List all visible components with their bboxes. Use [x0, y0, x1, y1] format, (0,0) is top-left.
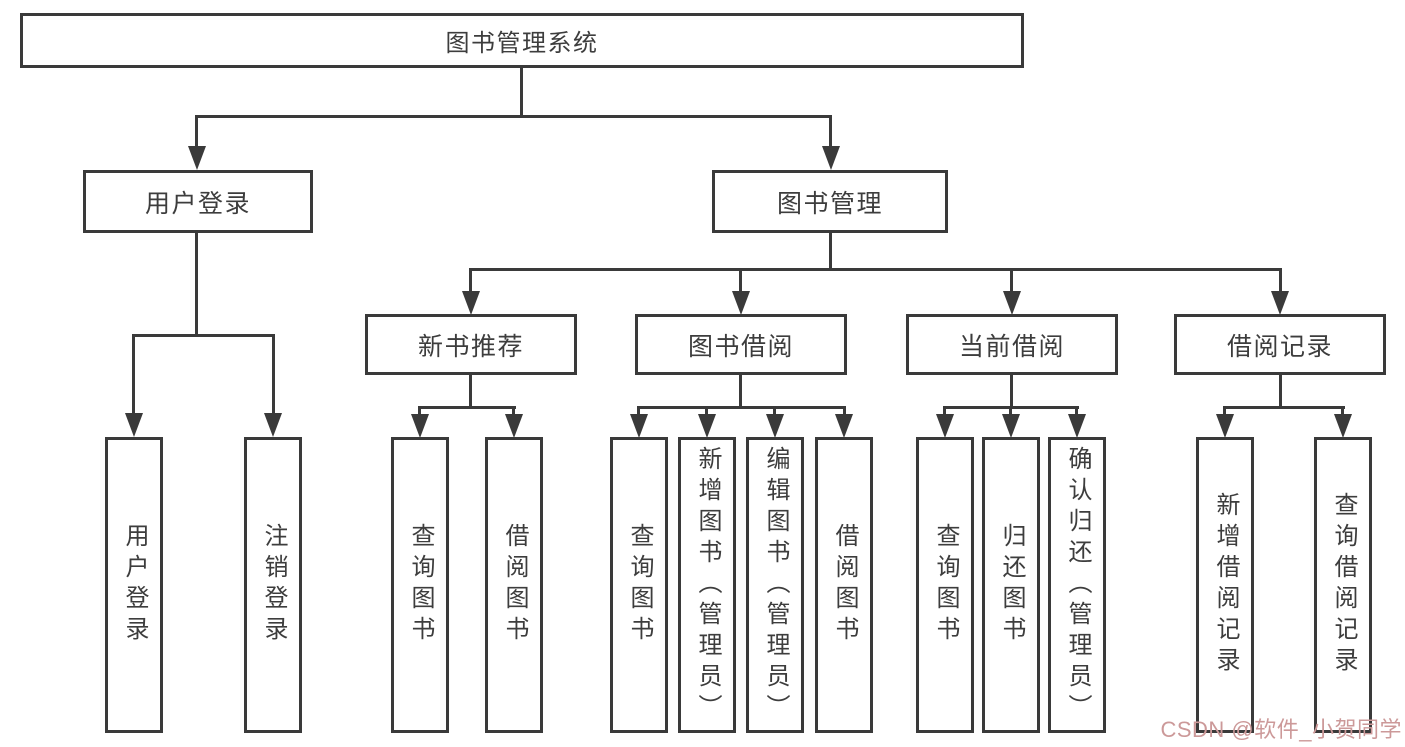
csdn-watermark: CSDN @软件_小贺同学	[1160, 717, 1402, 742]
node-leaf-add-borrow-record: 新增借阅记录	[1196, 437, 1254, 733]
node-new-book-rec: 新书推荐	[365, 314, 577, 375]
arrowhead	[1271, 291, 1289, 315]
node-label: 新增图书（管理员）	[694, 445, 721, 725]
connector-line	[195, 115, 198, 148]
arrowhead	[188, 146, 206, 170]
arrowhead	[125, 413, 143, 437]
node-leaf-user-login: 用户登录	[105, 437, 163, 733]
node-leaf-query-borrow-record: 查询借阅记录	[1314, 437, 1372, 733]
connector-line	[843, 406, 846, 415]
node-label: 查询图书	[626, 523, 653, 647]
node-book-borrow: 图书借阅	[635, 314, 847, 375]
connector-line	[943, 406, 946, 415]
node-label: 归还图书	[998, 523, 1025, 647]
arrowhead	[505, 414, 523, 438]
connector-line	[1223, 406, 1226, 415]
arrowhead	[835, 414, 853, 438]
connector-line	[739, 268, 742, 294]
connector-line	[1010, 268, 1013, 294]
node-label: 新增借阅记录	[1212, 492, 1239, 678]
arrowhead	[1334, 414, 1352, 438]
connector-line	[705, 406, 708, 415]
node-leaf-return-books: 归还图书	[982, 437, 1040, 733]
node-label: 查询图书	[932, 523, 959, 647]
node-leaf-query-books-1: 查询图书	[391, 437, 449, 733]
node-label: 借阅图书	[501, 523, 528, 647]
connector-line	[773, 406, 776, 415]
node-leaf-query-books-3: 查询图书	[916, 437, 974, 733]
arrowhead	[936, 414, 954, 438]
node-label: 查询借阅记录	[1330, 492, 1357, 678]
connector-line	[195, 115, 832, 118]
node-label: 编辑图书（管理员）	[762, 445, 789, 725]
connector-line	[1223, 406, 1345, 409]
node-leaf-add-books-admin: 新增图书（管理员）	[678, 437, 736, 733]
arrowhead	[630, 414, 648, 438]
node-label: 用户登录	[121, 523, 148, 647]
arrowhead	[1216, 414, 1234, 438]
arrowhead	[1002, 414, 1020, 438]
connector-line	[1279, 268, 1282, 294]
connector-line	[132, 334, 135, 415]
node-leaf-logout: 注销登录	[244, 437, 302, 733]
arrowhead	[766, 414, 784, 438]
connector-line	[1009, 406, 1012, 415]
connector-line	[739, 375, 742, 408]
node-current-borrow: 当前借阅	[906, 314, 1118, 375]
node-leaf-edit-books-admin: 编辑图书（管理员）	[746, 437, 804, 733]
node-label: 注销登录	[260, 523, 287, 647]
connector-line	[1010, 375, 1013, 408]
arrowhead	[264, 413, 282, 437]
connector-line	[418, 406, 421, 415]
connector-line	[132, 334, 275, 337]
connector-line	[1341, 406, 1344, 415]
arrowhead	[462, 291, 480, 315]
node-label: 确认归还（管理员）	[1064, 445, 1091, 725]
arrowhead	[698, 414, 716, 438]
connector-line	[195, 233, 198, 336]
connector-line	[829, 115, 832, 148]
arrowhead	[822, 146, 840, 170]
connector-line	[637, 406, 846, 409]
node-leaf-query-books-2: 查询图书	[610, 437, 668, 733]
node-borrow-records: 借阅记录	[1174, 314, 1386, 375]
connector-line	[512, 406, 515, 415]
node-leaf-borrow-books-2: 借阅图书	[815, 437, 873, 733]
connector-line	[1279, 375, 1282, 408]
connector-line	[469, 268, 472, 294]
node-user-login: 用户登录	[83, 170, 313, 233]
connector-line	[1075, 406, 1078, 415]
connector-line	[637, 406, 640, 415]
node-leaf-borrow-books-1: 借阅图书	[485, 437, 543, 733]
connector-line	[829, 233, 832, 270]
node-book-mgmt: 图书管理	[712, 170, 948, 233]
node-label: 借阅图书	[831, 523, 858, 647]
connector-line	[469, 375, 472, 408]
arrowhead	[1003, 291, 1021, 315]
arrowhead	[1068, 414, 1086, 438]
connector-line	[520, 68, 523, 117]
node-leaf-confirm-return-admin: 确认归还（管理员）	[1048, 437, 1106, 733]
node-root: 图书管理系统	[20, 13, 1024, 68]
arrowhead	[411, 414, 429, 438]
connector-line	[469, 268, 1282, 271]
connector-line	[272, 334, 275, 415]
node-label: 查询图书	[407, 523, 434, 647]
connector-line	[418, 406, 516, 409]
arrowhead	[732, 291, 750, 315]
